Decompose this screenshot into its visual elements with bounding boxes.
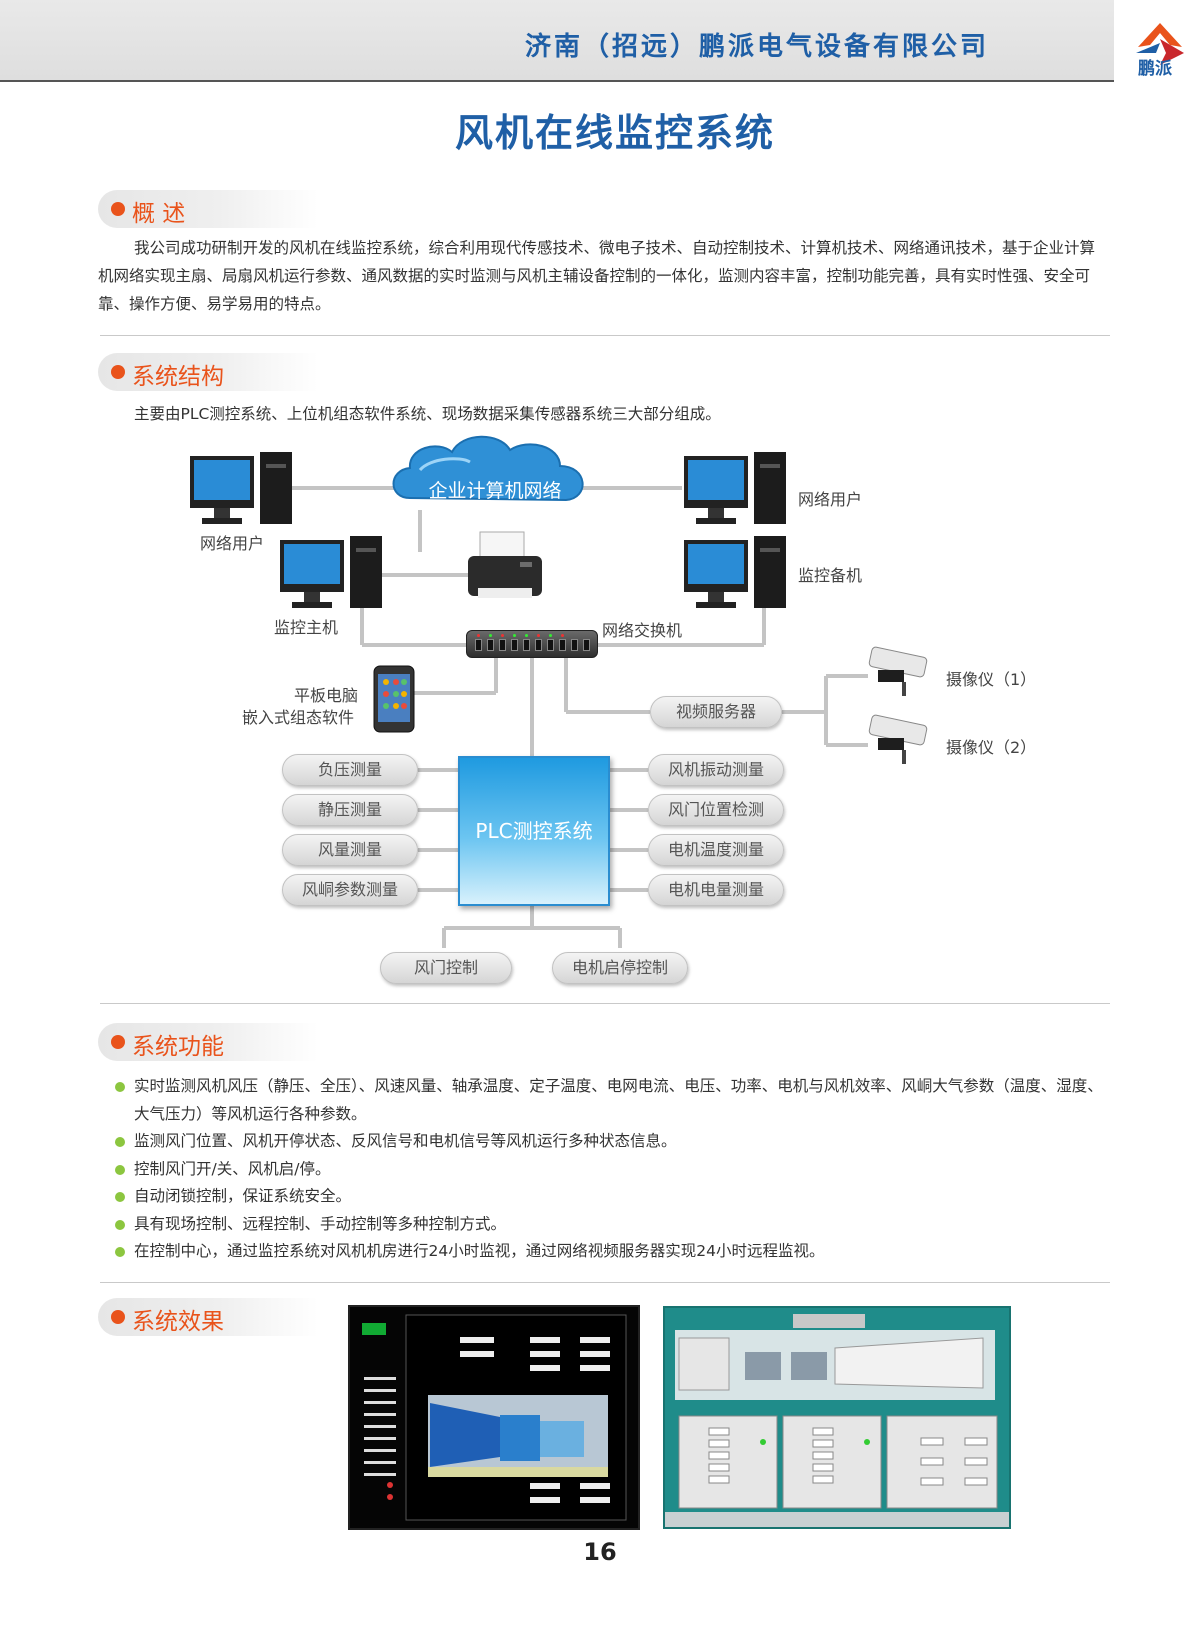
bullet-dot-icon (111, 1310, 125, 1324)
bottom-item-pill: 电机启停控制 (552, 952, 688, 984)
screenshot-fan-monitor-teal (663, 1306, 1011, 1529)
list-item: 自动闭锁控制，保证系统安全。 (112, 1183, 1112, 1211)
camera-icon (868, 646, 928, 696)
left-item-pill: 负压测量 (282, 754, 418, 786)
list-item: 控制风门开/关、风机启/停。 (112, 1156, 1112, 1184)
left-item-pill: 风峒参数测量 (282, 874, 418, 906)
video-server-box: 视频服务器 (650, 696, 782, 728)
computer-icon (190, 452, 292, 524)
page-title: 风机在线监控系统 (454, 111, 775, 155)
company-logo (1136, 23, 1184, 65)
network-switch-icon (466, 630, 598, 658)
bullet-dot-icon (111, 1035, 125, 1049)
label-network-switch: 网络交换机 (602, 621, 683, 640)
label-network-user-right: 网络用户 (798, 490, 863, 509)
section-heading-text: 概 述 (132, 201, 186, 227)
left-item-pill: 静压测量 (282, 794, 418, 826)
section-heading-text: 系统功能 (132, 1034, 224, 1060)
label-tablet: 平板电脑 (294, 686, 359, 705)
camera-icon (868, 714, 928, 764)
plc-system-box: PLC测控系统 (458, 756, 610, 906)
section-heading-text: 系统结构 (132, 364, 224, 390)
right-item-pill: 风门位置检测 (648, 794, 784, 826)
left-item-pill: 风量测量 (282, 834, 418, 866)
logo-text: 鹏派 (1138, 59, 1172, 79)
label-monitor-backup: 监控备机 (798, 566, 863, 585)
label-embedded-software: 嵌入式组态软件 (242, 708, 355, 727)
right-item-pill: 电机电量测量 (648, 874, 784, 906)
cloud-label: 企业计算机网络 (428, 480, 562, 502)
section-heading-structure: 系统结构 (98, 353, 318, 391)
divider (100, 1282, 1110, 1283)
list-item: 实时监测风机风压（静压、全压）、风速风量、轴承温度、定子温度、电网电流、电压、功… (112, 1073, 1112, 1128)
right-item-pill: 电机温度测量 (648, 834, 784, 866)
company-name: 济南（招远）鹏派电气设备有限公司 (524, 32, 989, 62)
bullet-dot-icon (111, 365, 125, 379)
section-heading-effect: 系统效果 (98, 1298, 318, 1336)
divider (100, 1003, 1110, 1004)
screenshot-fan-monitor-dark (348, 1305, 640, 1530)
bullet-dot-icon (111, 202, 125, 216)
section-heading-text: 系统效果 (132, 1309, 224, 1335)
list-item: 监测风门位置、风机开停状态、反风信号和电机信号等风机运行多种状态信息。 (112, 1128, 1112, 1156)
tablet-icon (373, 665, 415, 733)
function-list: 实时监测风机风压（静压、全压）、风速风量、轴承温度、定子温度、电网电流、电压、功… (112, 1073, 1112, 1266)
computer-icon (684, 536, 786, 608)
overview-paragraph: 我公司成功研制开发的风机在线监控系统，综合利用现代传感技术、微电子技术、自动控制… (98, 239, 1096, 313)
divider (100, 335, 1110, 336)
list-item: 在控制中心，通过监控系统对风机机房进行24小时监视，通过网络视频服务器实现24小… (112, 1238, 1112, 1266)
label-monitor-host: 监控主机 (274, 618, 339, 637)
section-heading-overview: 概 述 (98, 190, 318, 228)
header-bar: 济南（招远）鹏派电气设备有限公司 (0, 0, 1114, 82)
diagram-connectors (290, 435, 928, 948)
computer-icon (280, 536, 382, 608)
printer-icon (468, 531, 542, 598)
section-heading-functions: 系统功能 (98, 1023, 318, 1061)
label-network-user-left: 网络用户 (200, 534, 265, 553)
bottom-item-pill: 风门控制 (380, 952, 512, 984)
page-number: 16 (583, 1538, 617, 1566)
structure-intro: 主要由PLC测控系统、上位机组态软件系统、现场数据采集传感器系统三大部分组成。 (134, 405, 721, 423)
label-camera-2: 摄像仪（2） (946, 738, 1037, 757)
right-item-pill: 风机振动测量 (648, 754, 784, 786)
cloud-icon (392, 435, 584, 502)
list-item: 具有现场控制、远程控制、手动控制等多种控制方式。 (112, 1211, 1112, 1239)
label-camera-1: 摄像仪（1） (946, 670, 1037, 689)
computer-icon (684, 452, 786, 524)
